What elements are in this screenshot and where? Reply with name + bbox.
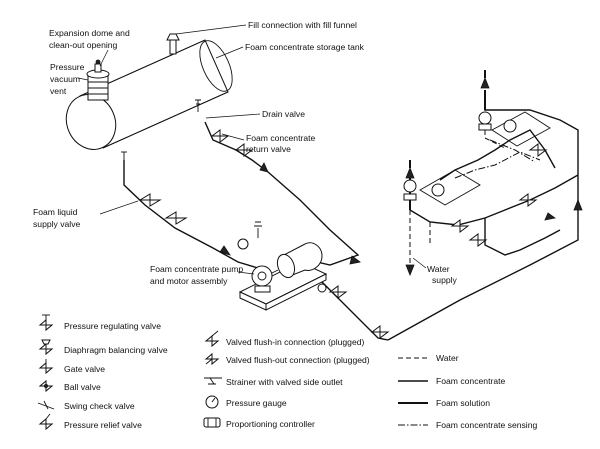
flush-out-connection-icon <box>204 352 220 366</box>
legend-symbols-left: Pressure regulating valve Diaphragm bala… <box>37 314 168 431</box>
proportioning-assembly <box>403 111 551 206</box>
legend-proportioning-controller: Proportioning controller <box>226 419 315 429</box>
legend-diaphragm-balancing-valve: Diaphragm balancing valve <box>64 345 168 355</box>
label-pressure-vacuum-vent-3: vent <box>50 86 67 96</box>
pressure-regulating-valve-icon <box>38 314 54 332</box>
diaphragm-balancing-valve-icon <box>38 339 54 356</box>
flow-arrows <box>219 70 583 277</box>
label-expansion-dome: Expansion dome and <box>49 28 130 38</box>
expansion-dome <box>86 59 110 101</box>
inline-valves <box>138 129 548 339</box>
storage-tank <box>65 39 233 150</box>
label-fill-connection: Fill connection with fill funnel <box>248 20 357 30</box>
flush-in-connection-icon <box>204 330 220 348</box>
label-expansion-dome-2: clean-out opening <box>49 40 118 50</box>
legend-swing-check-valve: Swing check valve <box>64 401 135 411</box>
swing-check-valve-icon <box>37 400 55 410</box>
legend-water: Water <box>436 353 459 363</box>
pressure-gauge-icon <box>205 395 219 409</box>
strainer-icon <box>204 377 222 385</box>
proportioning-controller-icon <box>203 417 221 428</box>
legend-foam-solution: Foam solution <box>436 398 490 408</box>
label-pressure-vacuum-vent-2: vacuum <box>50 74 80 84</box>
ball-valve-icon <box>38 379 54 393</box>
tank-fittings <box>121 99 201 160</box>
label-pump-motor: Foam concentrate pump <box>150 264 243 274</box>
legend-pressure-gauge: Pressure gauge <box>226 398 287 408</box>
gate-valve-icon <box>38 359 54 375</box>
legend-flush-in-connection: Valved flush-in connection (plugged) <box>226 337 365 347</box>
label-storage-tank: Foam concentrate storage tank <box>245 42 365 52</box>
label-return-valve-2: return valve <box>246 144 291 154</box>
legend-pressure-regulating-valve: Pressure regulating valve <box>64 321 161 331</box>
label-drain-valve: Drain valve <box>262 109 305 119</box>
legend-foam-concentrate-sensing: Foam concentrate sensing <box>436 420 537 430</box>
callouts: Expansion dome and clean-out opening Fil… <box>33 20 458 286</box>
label-supply-valve: Foam liquid <box>33 207 78 217</box>
label-water-supply: Water <box>427 264 450 274</box>
legend-pressure-relief-valve: Pressure relief valve <box>64 420 142 430</box>
label-return-valve: Foam concentrate <box>246 133 315 143</box>
legend-foam-concentrate: Foam concentrate <box>436 376 505 386</box>
label-pressure-vacuum-vent: Pressure <box>50 62 85 72</box>
fill-connection <box>166 33 180 55</box>
legend-symbols-middle: Valved flush-in connection (plugged) Val… <box>203 330 370 429</box>
legend-gate-valve: Gate valve <box>64 364 105 374</box>
label-water-supply-2: supply <box>432 275 458 285</box>
legend-line-types: Water Foam concentrate Foam solution Foa… <box>398 353 537 430</box>
legend-flush-out-connection: Valved flush-out connection (plugged) <box>226 355 370 365</box>
label-supply-valve-2: supply valve <box>33 219 81 229</box>
legend-strainer: Strainer with valved side outlet <box>226 377 343 387</box>
label-pump-motor-2: and motor assembly <box>150 276 228 286</box>
legend-ball-valve: Ball valve <box>64 382 101 392</box>
pump-motor-assembly <box>238 242 328 311</box>
pressure-relief-valve-icon <box>38 413 54 431</box>
